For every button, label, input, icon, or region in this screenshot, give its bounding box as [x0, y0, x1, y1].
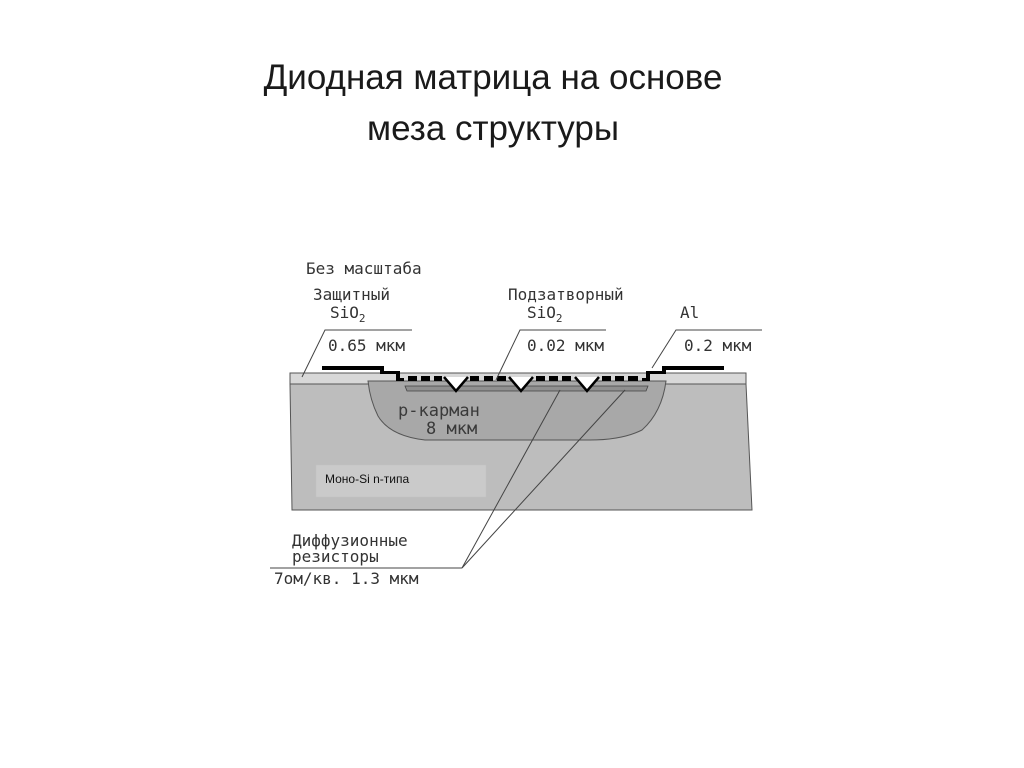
metal-name: Al: [680, 303, 699, 322]
dash-segment: [615, 376, 624, 381]
metal-leader: [651, 329, 762, 369]
gate-oxide-dash-pattern: [408, 376, 638, 381]
protective-oxide-name: Защитный: [313, 285, 390, 304]
resistor-leader-2: [461, 389, 626, 569]
substrate-label: Моно-Si n-типа: [325, 472, 409, 486]
dash-segment: [497, 376, 506, 381]
dash-segment: [536, 376, 545, 381]
p-well-region: [367, 380, 667, 441]
scale-note: Без масштаба: [306, 259, 422, 278]
contact-notches: [443, 376, 600, 393]
gate-oxide-leader: [495, 329, 606, 381]
p-well-depth: 8 мкм: [426, 419, 477, 439]
protective-oxide-formula: SiO2: [330, 303, 366, 325]
title-line-2: меза структуры: [367, 109, 619, 148]
gate-oxide-formula: SiO2: [527, 303, 563, 325]
gate-oxide-thickness: 0.02 мкм: [527, 336, 604, 355]
substrate-label-box: [315, 464, 487, 498]
resistor-spec: 7ом/кв. 1.3 мкм: [274, 569, 419, 588]
diffusion-resistor-strip: [404, 385, 649, 392]
dash-segment: [549, 376, 558, 381]
dash-segment: [602, 376, 611, 381]
dash-segment: [484, 376, 493, 381]
p-well-label: p-карман: [398, 401, 480, 421]
dash-segment: [434, 376, 442, 381]
protective-oxide-thickness: 0.65 мкм: [328, 336, 405, 355]
resistor-leader-1: [461, 389, 561, 569]
resistor-label-line-2: резисторы: [292, 547, 379, 566]
al-metal-right: [642, 366, 724, 381]
slide-title: Диодная матрица на основе меза структуры: [0, 52, 986, 154]
dash-segment: [421, 376, 430, 381]
resistor-label-line-1: Диффузионные: [292, 531, 408, 550]
al-metal-left: [322, 366, 404, 381]
dash-segment: [408, 376, 417, 381]
gate-oxide-name: Подзатворный: [508, 285, 624, 304]
contact-notch-3: [574, 376, 600, 393]
title-line-1: Диодная матрица на основе: [263, 58, 723, 97]
contact-notch-1: [443, 376, 469, 393]
dash-segment: [628, 376, 638, 381]
metal-thickness: 0.2 мкм: [684, 336, 752, 355]
contact-notch-2: [508, 376, 534, 393]
dash-segment: [470, 376, 479, 381]
protective-oxide-leader: [301, 329, 412, 378]
dash-segment: [562, 376, 571, 381]
